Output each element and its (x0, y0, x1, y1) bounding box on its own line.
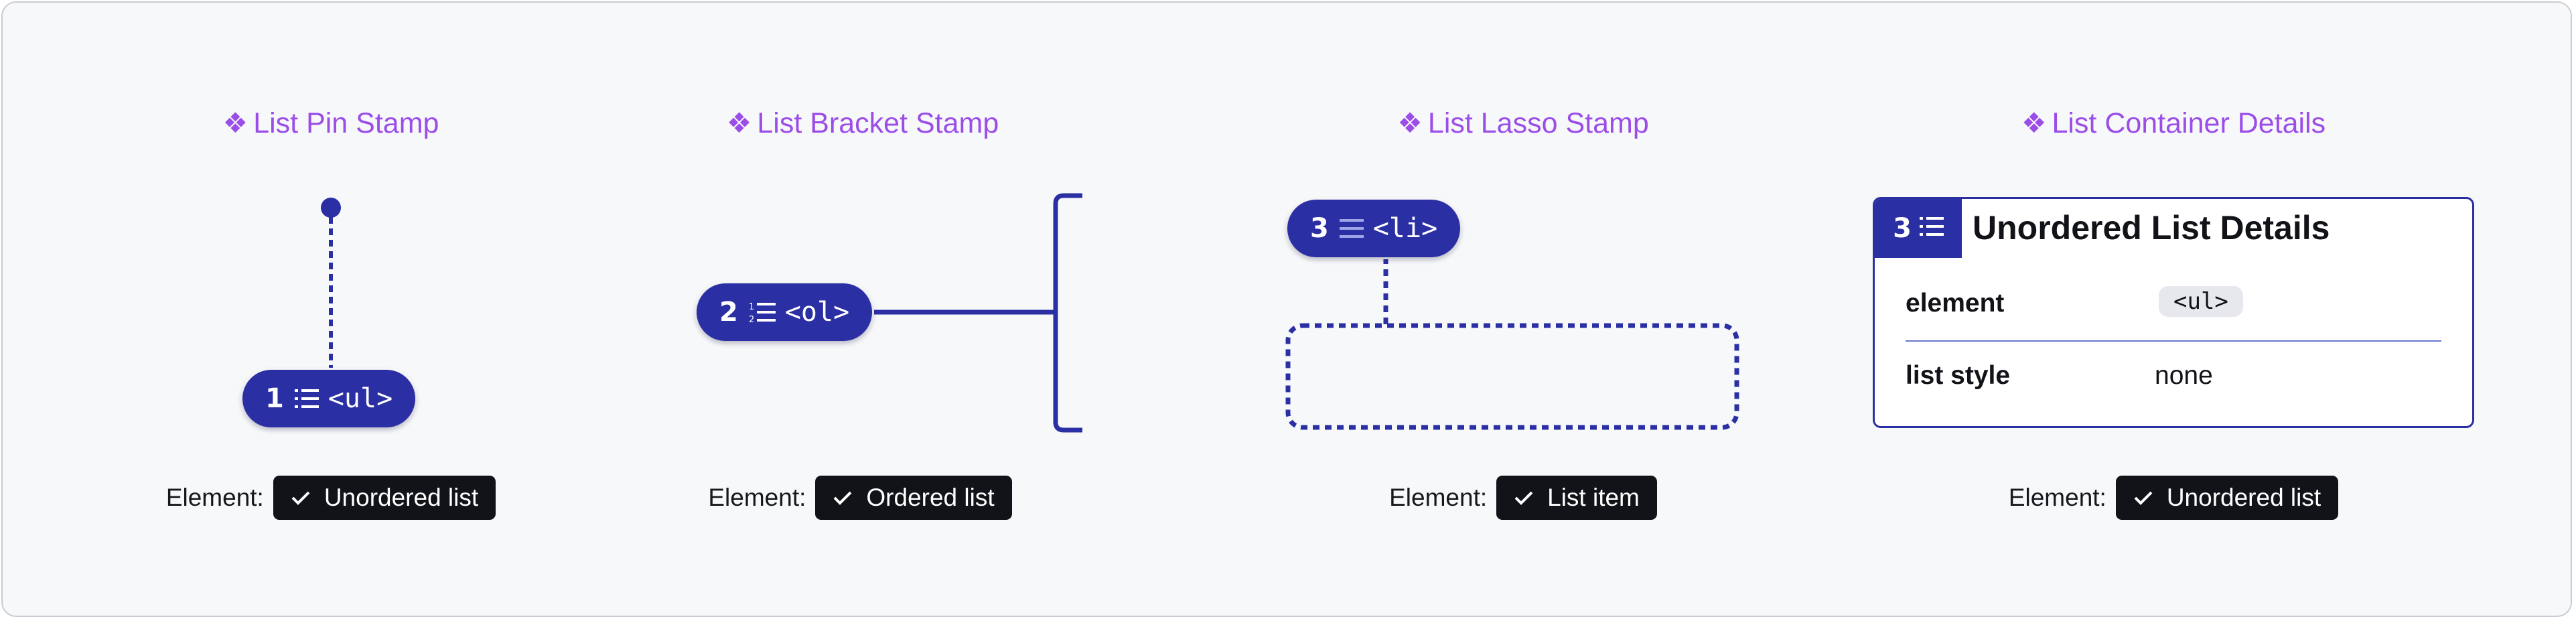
bracket-connector (873, 193, 1082, 433)
unordered-list-icon (294, 388, 319, 409)
lasso-connector (1285, 257, 1739, 430)
row-divider (1906, 340, 2441, 342)
row-label-element: element (1906, 289, 2005, 318)
check-icon (1514, 491, 1533, 505)
card-title: Unordered List Details (1973, 209, 2330, 247)
unordered-list-icon (1919, 213, 1944, 244)
element-row: Element: List item (1255, 476, 1791, 520)
element-chip[interactable]: Ordered list (815, 476, 1012, 520)
component-diamond-icon: ❖ (2021, 107, 2047, 139)
element-chip[interactable]: List item (1496, 476, 1657, 520)
element-chip[interactable]: Unordered list (2115, 476, 2339, 520)
row-value-list-style: none (2155, 361, 2213, 390)
panel-title: ❖List Lasso Stamp (1397, 107, 1649, 139)
card-badge: 3 (1875, 199, 1962, 258)
element-chip[interactable]: Unordered list (273, 476, 496, 520)
component-diamond-icon: ❖ (222, 107, 248, 139)
panel-list-pin-stamp: ❖List Pin Stamp 1 <ul> Element: Unordere… (3, 3, 659, 616)
svg-text:2: 2 (749, 315, 754, 324)
pin-dot (321, 198, 341, 218)
row-value-element: <ul> (2159, 286, 2243, 317)
check-icon (2134, 491, 2153, 505)
component-diamond-icon: ❖ (1397, 107, 1423, 139)
row-label-list-style: list style (1906, 361, 2011, 390)
svg-text:1: 1 (749, 302, 754, 312)
bracket-shape (1053, 193, 1082, 433)
panel-list-container-details: ❖List Container Details 3 Unordered List… (1873, 3, 2474, 616)
element-row: Element: Ordered list (552, 476, 1168, 520)
panel-title: ❖List Bracket Stamp (726, 107, 999, 139)
panel-title: ❖List Container Details (2021, 107, 2326, 139)
pin-connector (321, 198, 341, 371)
list-icon (1339, 218, 1364, 239)
panel-title: ❖List Pin Stamp (222, 107, 439, 139)
element-row: Element: Unordered list (1873, 476, 2474, 520)
stamp-badge-li[interactable]: 3 <li> (1287, 200, 1461, 257)
component-diamond-icon: ❖ (726, 107, 752, 139)
details-card: 3 Unordered List Details element <ul> li… (1873, 197, 2474, 428)
element-row: Element: Unordered list (3, 476, 659, 520)
stamp-badge-ul[interactable]: 1 <ul> (242, 370, 416, 427)
lasso-outline (1285, 323, 1739, 430)
check-icon (291, 491, 310, 505)
panel-list-lasso-stamp: ❖List Lasso Stamp 3 <li> Element: List i… (1255, 3, 1791, 616)
check-icon (833, 491, 852, 505)
